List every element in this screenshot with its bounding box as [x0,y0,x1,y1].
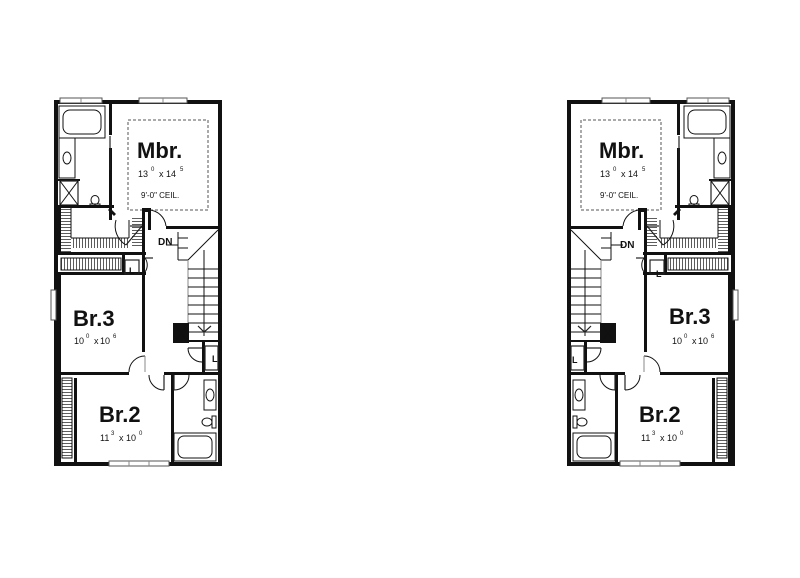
svg-text:11: 11 [641,433,650,443]
left-plan-labels: Mbr. 13 0 x 14 5 9'-0" CEIL. DN L L Br.3… [73,138,218,443]
room-label-bed3: Br.3 [73,306,115,331]
room-dim-bed3: 10 0 x 10 6 [74,334,117,346]
svg-text:0: 0 [151,167,155,173]
svg-text:10: 10 [698,336,708,346]
svg-text:10: 10 [74,336,84,346]
svg-text:3: 3 [652,431,656,437]
stair-label-dn: DN [620,240,634,251]
ceiling-note-master: 9'-0" CEIL. [141,191,179,200]
linen-label: L [572,355,578,365]
linen-label: L [656,269,662,279]
svg-text:13: 13 [138,169,148,179]
svg-text:0: 0 [680,431,684,437]
svg-text:6: 6 [113,334,117,340]
room-label-master: Mbr. [599,138,644,163]
svg-text:0: 0 [684,334,688,340]
svg-text:x: x [119,433,124,443]
room-label-bed3: Br.3 [669,304,711,329]
linen-label: L [129,266,135,276]
svg-text:10: 10 [100,336,110,346]
room-dim-bed3: 10 0 x 10 6 [672,334,715,346]
svg-text:x: x [660,433,665,443]
right-plan-labels: Mbr. 13 0 x 14 5 9'-0" CEIL. DN L L Br.3… [572,138,715,443]
svg-text:10: 10 [672,336,682,346]
svg-text:14: 14 [628,169,638,179]
svg-text:x: x [692,336,697,346]
svg-text:10: 10 [667,433,677,443]
ceiling-note-master: 9'-0" CEIL. [600,191,638,200]
room-dim-master: 13 0 x 14 5 [600,167,646,179]
linen-label: L [212,354,218,364]
svg-text:x: x [94,336,99,346]
svg-text:0: 0 [86,334,90,340]
svg-text:6: 6 [711,334,715,340]
room-label-master: Mbr. [137,138,182,163]
room-label-bed2: Br.2 [639,402,681,427]
svg-text:14: 14 [166,169,176,179]
svg-text:3: 3 [111,431,115,437]
svg-text:x: x [621,169,626,179]
stair-label-dn: DN [158,237,172,248]
svg-text:10: 10 [126,433,136,443]
svg-text:11: 11 [100,433,109,443]
room-label-bed2: Br.2 [99,402,141,427]
svg-text:x: x [159,169,164,179]
svg-text:0: 0 [139,431,143,437]
room-dim-bed2: 11 3 x 10 0 [641,431,684,443]
svg-text:5: 5 [642,167,646,173]
svg-text:13: 13 [600,169,610,179]
room-dim-bed2: 11 3 x 10 0 [100,431,143,443]
svg-text:0: 0 [613,167,617,173]
svg-text:5: 5 [180,167,184,173]
room-dim-master: 13 0 x 14 5 [138,167,184,179]
